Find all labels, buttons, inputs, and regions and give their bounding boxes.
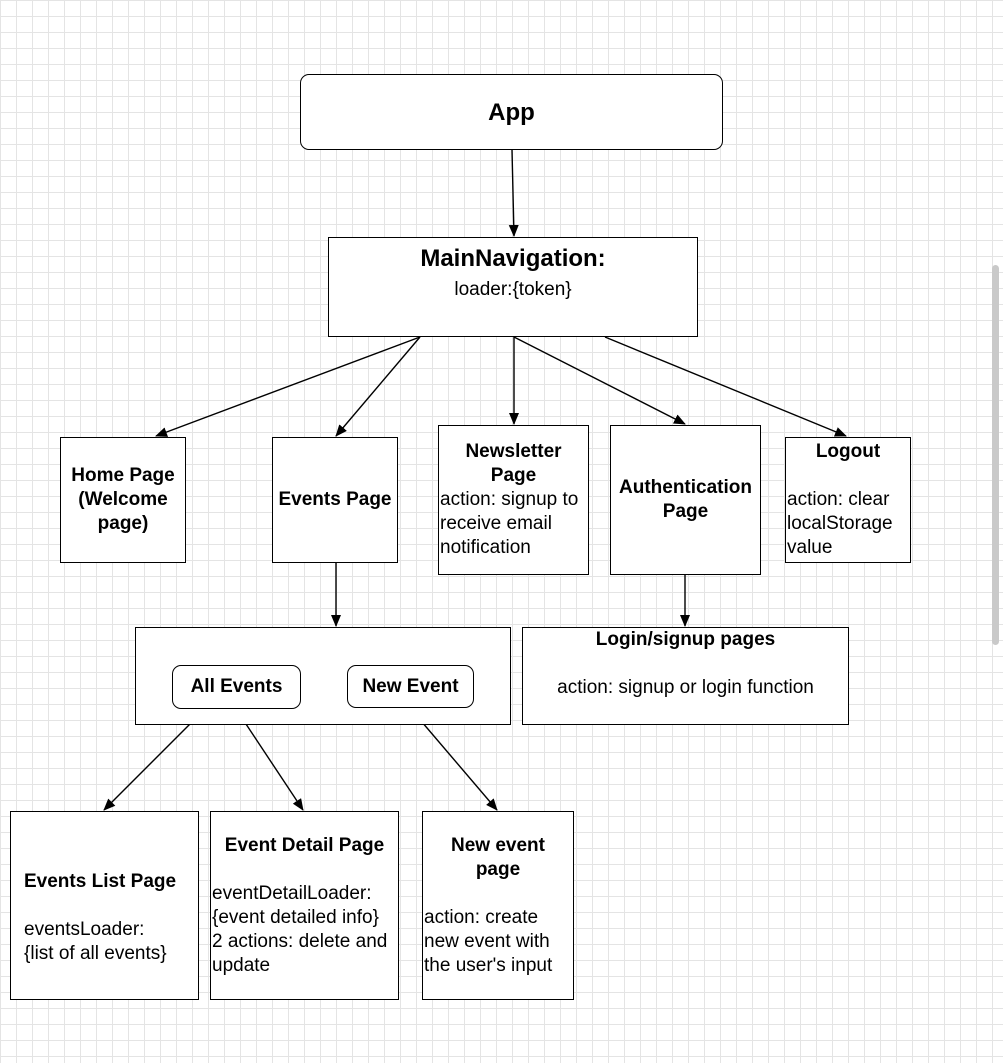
events-page-node: Events Page	[272, 437, 398, 563]
events-list-body-line-2: {list of all events}	[24, 943, 167, 964]
authentication-title-line-1: Authentication	[619, 477, 752, 498]
app-node: App	[300, 74, 723, 150]
app-title: App	[488, 99, 535, 126]
new-event-label: New Event	[362, 676, 459, 697]
authentication-title-line-2: Page	[662, 501, 709, 522]
events-list-title: Events List Page	[24, 871, 177, 892]
arrow-mainnav-to-events	[335, 336, 421, 437]
new-event-page-body-line-2: new event with	[424, 931, 550, 952]
new-event-page-node: New event page action: create new event …	[422, 811, 574, 1000]
main-navigation-loader: loader:{token}	[454, 279, 572, 300]
newsletter-body-line-1: action: signup to	[440, 489, 579, 510]
event-detail-body-line-2: {event detailed info}	[212, 907, 379, 928]
logout-body-line-3: value	[787, 537, 833, 558]
logout-title: Logout	[815, 441, 881, 462]
events-page-title: Events Page	[278, 489, 392, 510]
login-signup-title: Login/signup pages	[595, 629, 776, 650]
newsletter-page-node: Newsletter Page action: signup to receiv…	[438, 425, 589, 575]
newsletter-body-line-2: receive email	[440, 513, 552, 534]
new-event-node: New Event	[347, 665, 474, 708]
new-event-page-title-line-2: page	[475, 859, 521, 880]
all-events-node: All Events	[172, 665, 301, 709]
arrow-mainnav-to-logout	[604, 336, 847, 437]
arrow-app-to-mainnav	[508, 149, 519, 237]
events-list-body-line-1: eventsLoader:	[24, 919, 145, 940]
logout-node: Logout action: clear localStorage value	[785, 437, 911, 563]
arrow-mainnav-to-home	[155, 336, 421, 437]
arrow-newevent-to-newpage	[409, 707, 498, 811]
event-detail-body-line-4: update	[212, 955, 271, 976]
authentication-page-node: Authentication Page	[610, 425, 761, 575]
events-list-page-node: Events List Page eventsLoader: {list of …	[10, 811, 199, 1000]
all-events-label: All Events	[190, 676, 283, 697]
arrow-allevents-to-detail	[235, 708, 304, 811]
arrow-mainnav-to-auth	[513, 336, 686, 425]
main-navigation-title: MainNavigation:	[420, 245, 606, 272]
login-signup-action: action: signup or login function	[557, 677, 814, 698]
event-detail-body-line-3: 2 actions: delete and	[212, 931, 388, 952]
logout-body-line-2: localStorage	[787, 513, 893, 534]
event-detail-page-node: Event Detail Page eventDetailLoader: {ev…	[210, 811, 399, 1000]
newsletter-body-line-3: notification	[440, 537, 531, 558]
arrow-allevents-to-list	[103, 708, 206, 811]
home-page-line-3: page)	[97, 513, 149, 534]
home-page-node: Home Page (Welcome page)	[60, 437, 186, 563]
home-page-line-1: Home Page	[71, 465, 175, 486]
logout-body-line-1: action: clear	[787, 489, 890, 510]
new-event-page-body-line-3: the user's input	[424, 955, 553, 976]
event-detail-title: Event Detail Page	[224, 835, 385, 856]
home-page-line-2: (Welcome	[78, 489, 168, 510]
event-detail-body-line-1: eventDetailLoader:	[212, 883, 372, 904]
new-event-page-body-line-1: action: create	[424, 907, 539, 928]
newsletter-title-line-2: Page	[490, 465, 537, 486]
login-signup-node: Login/signup pages action: signup or log…	[522, 627, 849, 725]
newsletter-title-line-1: Newsletter	[465, 441, 562, 462]
main-navigation-node: MainNavigation: loader:{token}	[328, 237, 698, 337]
new-event-page-title-line-1: New event	[451, 835, 545, 856]
vertical-scrollbar[interactable]	[992, 265, 999, 645]
